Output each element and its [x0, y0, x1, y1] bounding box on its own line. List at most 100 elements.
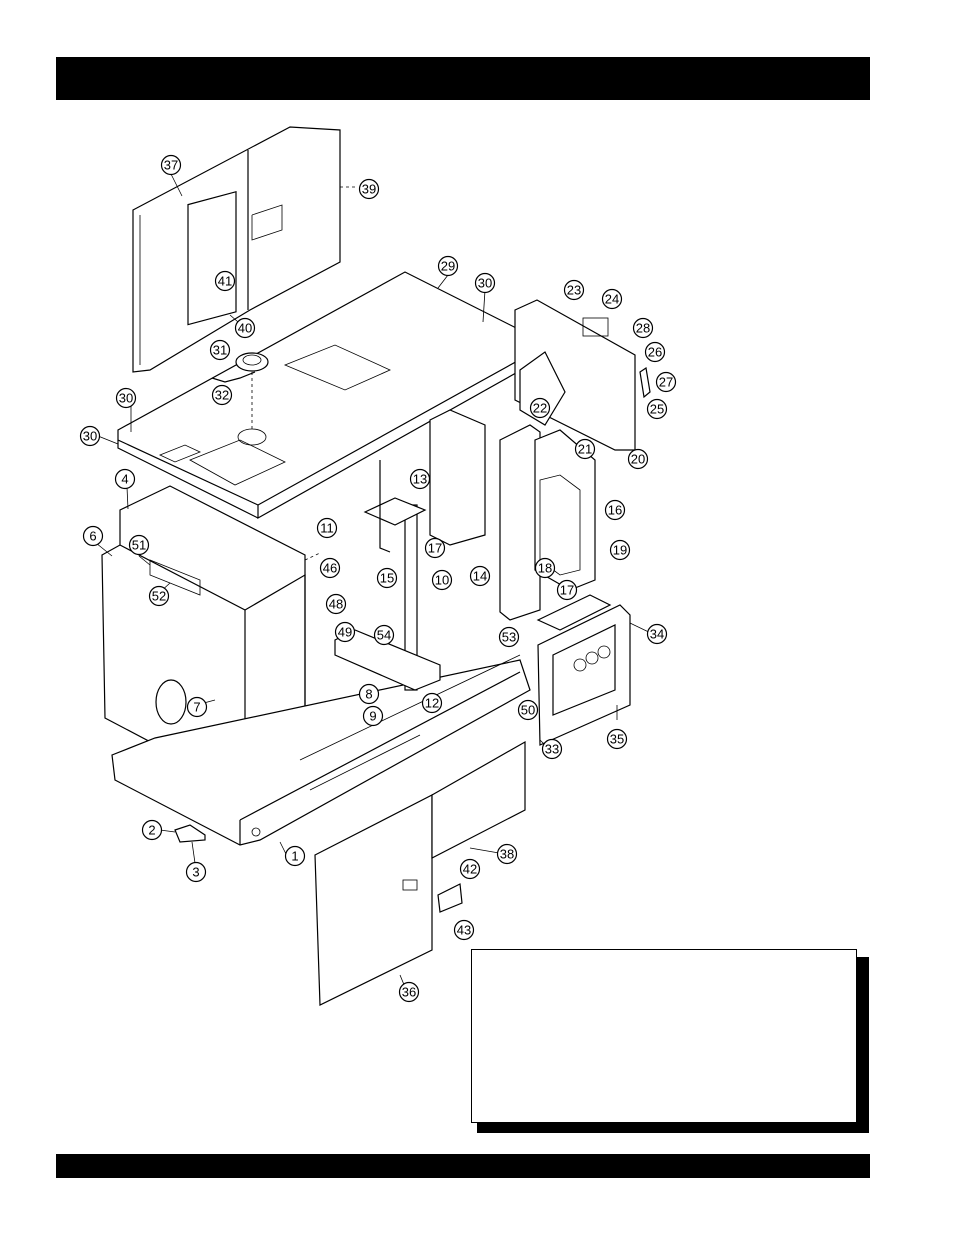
svg-text:8: 8 [365, 687, 372, 702]
callout-17-upper: 17 [426, 539, 445, 558]
svg-text:20: 20 [631, 452, 645, 467]
callout-26: 26 [646, 343, 665, 362]
callout-28: 28 [634, 319, 653, 338]
svg-text:9: 9 [369, 709, 376, 724]
svg-text:12: 12 [425, 696, 439, 711]
callout-32: 32 [213, 386, 232, 405]
svg-text:14: 14 [473, 569, 487, 584]
callout-48: 48 [327, 595, 346, 614]
svg-text:41: 41 [218, 274, 232, 289]
callout-8: 8 [360, 685, 379, 704]
svg-text:49: 49 [338, 625, 352, 640]
svg-text:34: 34 [650, 627, 664, 642]
svg-text:30: 30 [478, 276, 492, 291]
svg-text:54: 54 [377, 628, 391, 643]
svg-text:17: 17 [428, 541, 442, 556]
callout-49: 49 [336, 623, 355, 642]
callout-16: 16 [606, 501, 625, 520]
control-panel [538, 595, 630, 745]
callout-25: 25 [648, 400, 667, 419]
svg-text:18: 18 [538, 561, 552, 576]
callout-36: 36 [400, 983, 419, 1002]
svg-text:30: 30 [83, 429, 97, 444]
svg-text:46: 46 [323, 561, 337, 576]
callout-51: 51 [130, 536, 149, 555]
svg-text:10: 10 [435, 573, 449, 588]
callout-6: 6 [84, 527, 103, 546]
svg-text:26: 26 [648, 345, 662, 360]
svg-text:36: 36 [402, 985, 416, 1000]
callout-20: 20 [629, 450, 648, 469]
callout-37: 37 [162, 156, 181, 175]
svg-text:4: 4 [121, 472, 128, 487]
callout-17-lower: 17 [558, 581, 577, 600]
callout-2: 2 [143, 821, 162, 840]
callout-34: 34 [648, 625, 667, 644]
svg-text:29: 29 [441, 259, 455, 274]
callout-13: 13 [411, 470, 430, 489]
svg-text:28: 28 [636, 321, 650, 336]
callout-18: 18 [536, 559, 555, 578]
svg-text:17: 17 [560, 583, 574, 598]
svg-text:6: 6 [89, 529, 96, 544]
note-box [471, 949, 857, 1123]
callout-40: 40 [236, 319, 255, 338]
svg-text:39: 39 [362, 182, 376, 197]
callout-3: 3 [187, 863, 206, 882]
callout-41: 41 [216, 272, 235, 291]
callout-39: 39 [360, 180, 379, 199]
callout-30-top: 30 [476, 274, 495, 293]
callout-19: 19 [611, 541, 630, 560]
svg-text:48: 48 [329, 597, 343, 612]
svg-text:42: 42 [463, 862, 477, 877]
svg-text:3: 3 [192, 865, 199, 880]
callout-21: 21 [576, 440, 595, 459]
callout-1: 1 [286, 847, 305, 866]
callout-31: 31 [211, 341, 230, 360]
svg-text:30: 30 [119, 391, 133, 406]
footer-bar [56, 1154, 870, 1178]
svg-text:11: 11 [320, 521, 334, 536]
callout-38: 38 [498, 845, 517, 864]
svg-text:43: 43 [457, 923, 471, 938]
callout-33: 33 [543, 740, 562, 759]
callout-43: 43 [455, 921, 474, 940]
svg-text:33: 33 [545, 742, 559, 757]
svg-text:27: 27 [659, 375, 673, 390]
svg-text:1: 1 [291, 849, 298, 864]
svg-text:53: 53 [502, 630, 516, 645]
svg-text:22: 22 [533, 401, 547, 416]
svg-text:35: 35 [610, 732, 624, 747]
callout-10: 10 [433, 571, 452, 590]
callout-7: 7 [188, 698, 207, 717]
svg-text:31: 31 [213, 343, 227, 358]
callout-15: 15 [378, 569, 397, 588]
callout-9: 9 [364, 707, 383, 726]
svg-text:2: 2 [148, 823, 155, 838]
side-access-door [515, 300, 650, 450]
callout-30-left: 30 [117, 389, 136, 408]
callout-12: 12 [423, 694, 442, 713]
callout-53: 53 [500, 628, 519, 647]
callout-54: 54 [375, 626, 394, 645]
svg-text:15: 15 [380, 571, 394, 586]
callout-46: 46 [321, 559, 340, 578]
svg-text:7: 7 [193, 700, 200, 715]
callout-22: 22 [531, 399, 550, 418]
svg-text:52: 52 [152, 589, 166, 604]
callout-50: 50 [519, 701, 538, 720]
callout-27: 27 [657, 373, 676, 392]
callout-11: 11 [318, 519, 337, 538]
callout-30-edge: 30 [81, 427, 100, 446]
callout-52: 52 [150, 587, 169, 606]
svg-text:23: 23 [567, 283, 581, 298]
svg-text:32: 32 [215, 388, 229, 403]
callout-14: 14 [471, 567, 490, 586]
callout-35: 35 [608, 730, 627, 749]
svg-text:37: 37 [164, 158, 178, 173]
callout-23: 23 [565, 281, 584, 300]
svg-text:50: 50 [521, 703, 535, 718]
callout-4: 4 [116, 470, 135, 489]
svg-text:51: 51 [132, 538, 146, 553]
svg-text:13: 13 [413, 472, 427, 487]
